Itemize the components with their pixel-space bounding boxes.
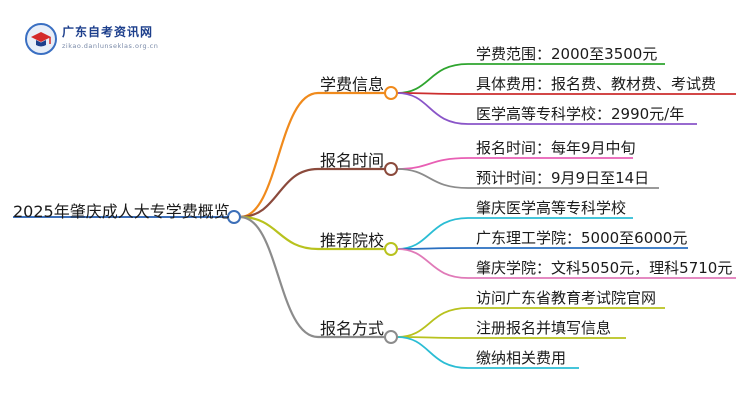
branch-connector [239, 215, 319, 339]
leaf-connector [396, 217, 469, 250]
branch-topic[interactable]: 报名时间 [320, 151, 385, 170]
leaf-topic[interactable]: 具体费用：报名费、教材费、考试费 [476, 75, 717, 93]
graduation-cap-icon [25, 23, 57, 55]
leaf-topic[interactable]: 肇庆医学高等专科学校 [476, 199, 627, 217]
leaf-connector [396, 92, 469, 125]
branch-connector [239, 167, 319, 219]
leaf-connector [396, 336, 469, 369]
leaf-connector [396, 157, 469, 170]
branch-connector [239, 91, 319, 219]
leaf-connector [396, 63, 469, 94]
branch-node-circle [384, 330, 398, 344]
leaf-topic[interactable]: 报名时间：每年9月中旬 [476, 139, 636, 157]
branch-topic[interactable]: 学费信息 [320, 75, 385, 94]
branch-connector [239, 215, 319, 251]
leaf-topic[interactable]: 肇庆学院：文科5050元，理科5710元 [476, 259, 733, 277]
leaf-topic[interactable]: 预计时间：9月9日至14日 [476, 169, 650, 187]
leaf-connector [396, 248, 469, 279]
branch-node-circle [384, 86, 398, 100]
leaf-topic[interactable]: 广东理工学院：5000至6000元 [476, 229, 688, 247]
leaf-topic[interactable]: 医学高等专科学校：2990元/年 [476, 105, 685, 123]
site-logo[interactable]: 广东自考资讯网 zikao.danlunseklas.org.cn [24, 18, 174, 58]
root-node-circle [227, 210, 241, 224]
leaf-topic[interactable]: 注册报名并填写信息 [476, 319, 612, 337]
leaf-connector [396, 247, 469, 250]
leaf-topic[interactable]: 访问广东省教育考试院官网 [476, 289, 657, 307]
leaf-connector [396, 307, 469, 338]
branch-node-circle [384, 242, 398, 256]
branch-topic[interactable]: 报名方式 [320, 319, 385, 338]
branch-topic[interactable]: 推荐院校 [320, 231, 385, 250]
leaf-connector [396, 168, 469, 189]
branch-node-circle [384, 162, 398, 176]
site-name: 广东自考资讯网 [62, 25, 154, 39]
root-topic[interactable]: 2025年肇庆成人大专学费概览 [13, 202, 230, 221]
leaf-topic[interactable]: 缴纳相关费用 [476, 349, 567, 367]
leaf-topic[interactable]: 学费范围：2000至3500元 [476, 45, 658, 63]
site-url: zikao.danlunseklas.org.cn [62, 42, 159, 50]
